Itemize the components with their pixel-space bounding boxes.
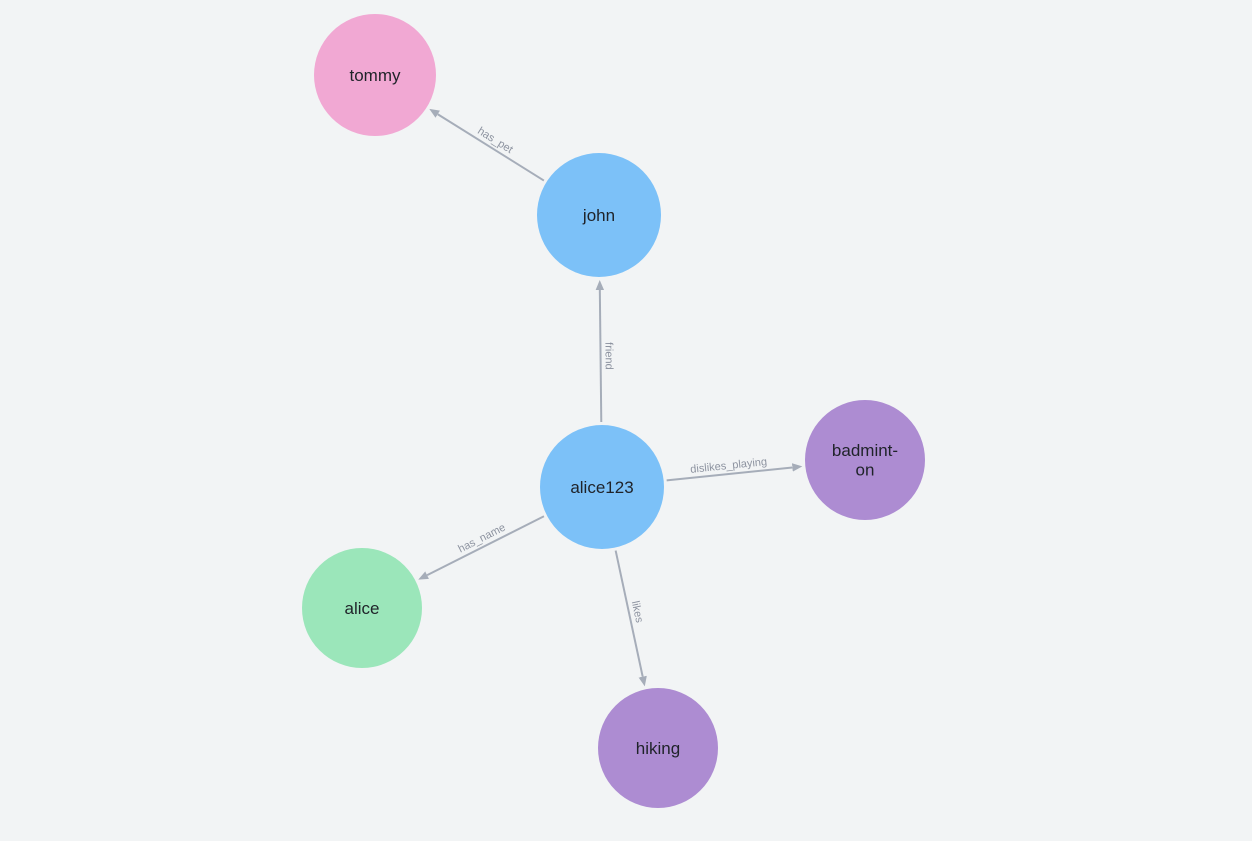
edge-has_pet[interactable]: has_pet [429,108,545,182]
edge-line[interactable] [418,515,545,580]
node-label: alice [345,599,380,618]
edge-dislikes_playing[interactable]: dislikes_playing [666,456,803,482]
edge-friend[interactable]: friend [595,279,615,423]
edge-line[interactable] [429,108,545,182]
node-circle[interactable] [540,425,664,549]
node-hiking[interactable]: hiking [598,688,718,808]
node-circle[interactable] [598,688,718,808]
node-alice123[interactable]: alice123 [540,425,664,549]
node-label: john [582,206,615,225]
edge-label: likes [629,600,645,625]
node-label: alice123 [570,478,633,497]
node-circle[interactable] [314,14,436,136]
node-john[interactable]: john [537,153,661,277]
node-label: tommy [350,66,402,85]
node-label: badmint-on [832,441,898,480]
edge-has_name[interactable]: has_name [418,515,545,580]
edge-label: friend [602,342,614,370]
edge-likes[interactable]: likes [614,550,647,687]
node-circle[interactable] [302,548,422,668]
node-tommy[interactable]: tommy [314,14,436,136]
edge-line[interactable] [595,279,605,423]
node-circle[interactable] [537,153,661,277]
edge-line[interactable] [614,550,647,687]
node-badminton[interactable]: badmint-on [805,400,925,520]
node-circle[interactable] [805,400,925,520]
edge-line[interactable] [666,463,803,482]
node-alice[interactable]: alice [302,548,422,668]
edge-label: dislikes_playing [690,456,768,476]
node-label: hiking [636,739,680,758]
